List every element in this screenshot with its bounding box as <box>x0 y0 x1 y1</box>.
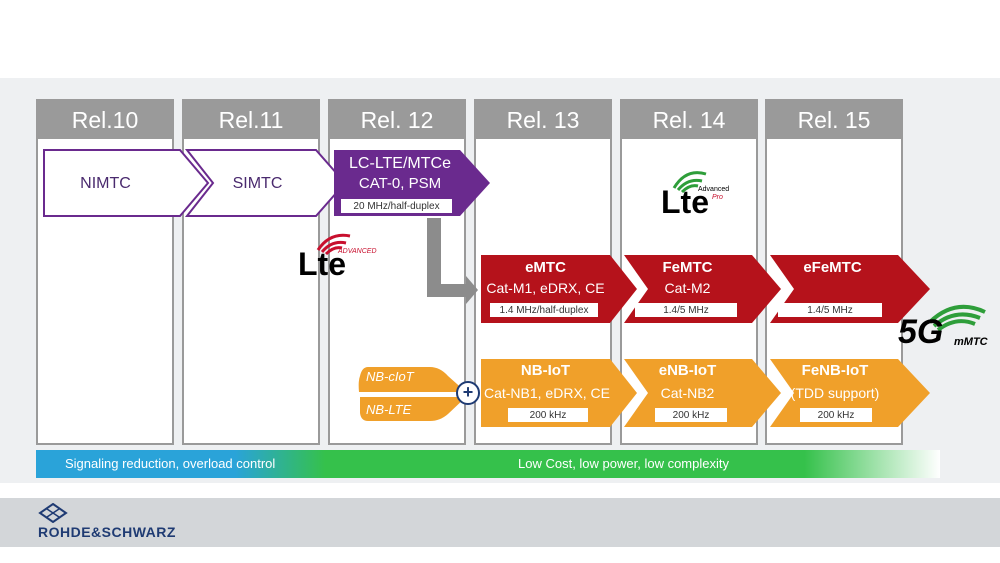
lte-advanced-tag: ADVANCED <box>338 248 377 255</box>
lte-advanced-logo: Lte <box>298 246 346 282</box>
plus-label: + <box>462 382 474 402</box>
lte-pro-waves <box>672 171 707 194</box>
enbiot-bandwidth: 200 kHz <box>655 408 727 422</box>
femtc-title: FeMTC <box>662 259 713 276</box>
enbiot-features: Cat-NB2 <box>660 385 715 401</box>
lc-lte-line1: LC-LTE/MTCe <box>349 155 451 172</box>
rs-diamond-icon <box>38 503 68 523</box>
efemtc-title: eFeMTC <box>803 259 862 276</box>
simtc-arrow <box>184 149 347 217</box>
release-header: Rel. 15 <box>767 101 901 139</box>
simtc-label: SIMTC <box>232 175 283 192</box>
fenbiot-bandwidth: 200 kHz <box>800 408 872 422</box>
lc-lte-line2: CAT-0, PSM <box>358 175 442 192</box>
scope-bar-right-label: Low Cost, low power, low complexity <box>518 456 729 471</box>
plus-circle <box>456 381 480 405</box>
nbiot-features: Cat-NB1, eDRX, CE <box>483 385 611 401</box>
lc-lte-bandwidth: 20 MHz/half-duplex <box>341 199 452 213</box>
lte-pro-logo: Lte <box>661 184 709 220</box>
efemtc-bandwidth: 1.4/5 MHz <box>778 303 882 317</box>
nimtc-label: NIMTC <box>80 175 131 192</box>
fenbiot-features: (TDD support) <box>790 385 880 401</box>
release-header: Rel. 14 <box>622 101 756 139</box>
footer <box>0 498 1000 547</box>
emtc-title: eMTC <box>525 259 566 276</box>
brand-logo: ROHDE&SCHWARZ <box>38 524 176 540</box>
lte-pro-tag-pro: Pro <box>712 194 723 201</box>
release-header: Rel. 13 <box>476 101 610 139</box>
release-header: Rel. 12 <box>330 101 464 139</box>
emtc-features: Cat-M1, eDRX, CE <box>486 280 605 296</box>
fiveg-logo: 5G <box>898 313 944 351</box>
nblte-label: NB-LTE <box>366 402 412 417</box>
nbciot-tag <box>358 367 466 392</box>
femtc-features: Cat-M2 <box>664 280 711 296</box>
lte-advanced-waves <box>316 233 351 256</box>
transition-arrow <box>427 218 478 304</box>
scope-bar-left-label: Signaling reduction, overload control <box>65 456 276 471</box>
nbiot-bandwidth: 200 kHz <box>508 408 588 422</box>
fiveg-tag: mMTC <box>954 336 988 348</box>
release-header: Rel.11 <box>184 101 318 139</box>
nbiot-title: NB-IoT <box>520 362 571 379</box>
fenbiot-title: FeNB-IoT <box>801 362 869 379</box>
release-header: Rel.10 <box>38 101 172 139</box>
enbiot-title: eNB-IoT <box>658 362 717 379</box>
scope-bar <box>36 450 940 478</box>
nbciot-label: NB-cIoT <box>366 369 414 384</box>
lte-pro-tag: Advanced <box>698 186 730 193</box>
emtc-bandwidth: 1.4 MHz/half-duplex <box>490 303 598 317</box>
nblte-tag <box>360 397 466 421</box>
fiveg-waves <box>928 304 986 332</box>
femtc-bandwidth: 1.4/5 MHz <box>635 303 737 317</box>
nimtc-arrow <box>43 149 210 217</box>
